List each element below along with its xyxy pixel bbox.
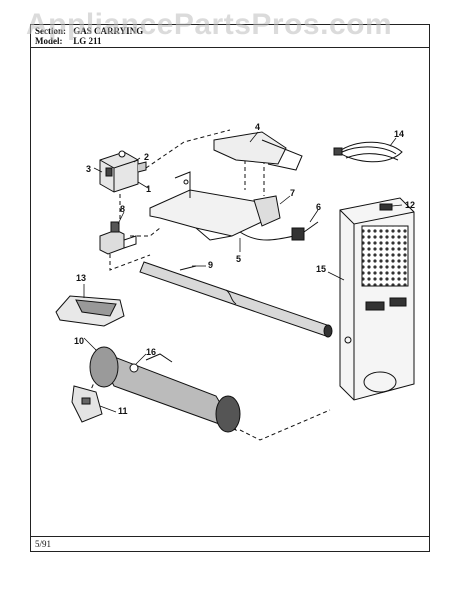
callout-7: 7 <box>290 188 295 198</box>
clip-bracket-part <box>253 195 281 227</box>
model-label: Model: <box>35 36 63 46</box>
section-label: Section: <box>35 26 66 36</box>
callout-12: 12 <box>405 200 415 210</box>
burner-bracket-part <box>149 171 271 241</box>
burner-cup-part <box>55 295 125 327</box>
bracket-plate-part <box>213 131 303 171</box>
combustion-chamber-part <box>89 346 241 433</box>
valve-fitting-part <box>99 221 137 255</box>
page-date: 5/91 <box>35 539 52 549</box>
callout-2: 2 <box>144 152 149 162</box>
callout-5: 5 <box>236 254 241 264</box>
callout-13: 13 <box>76 273 86 283</box>
callout-3: 3 <box>86 164 91 174</box>
screw-part <box>379 203 393 211</box>
leader-lines <box>83 131 403 413</box>
diagram-sheet: Section: GAS CARRYING Model: LG 211 5/91 <box>30 24 430 552</box>
callout-1: 1 <box>146 184 151 194</box>
callout-14: 14 <box>394 129 404 139</box>
section-value: GAS CARRYING <box>73 26 144 36</box>
callout-labels: 1 2 3 4 5 6 7 8 9 10 11 12 13 14 15 16 <box>74 122 415 416</box>
section-line: Section: GAS CARRYING <box>35 26 143 36</box>
diagram-header: Section: GAS CARRYING Model: LG 211 <box>31 25 429 48</box>
gas-valve-part <box>99 150 147 193</box>
callout-9: 9 <box>208 260 213 270</box>
model-line: Model: LG 211 <box>35 36 102 46</box>
callout-6: 6 <box>316 202 321 212</box>
support-bracket-part <box>71 385 103 423</box>
callout-11: 11 <box>118 406 128 416</box>
igniter-part <box>239 221 319 241</box>
model-value: LG 211 <box>73 36 102 46</box>
callout-8: 8 <box>120 204 125 214</box>
callout-15: 15 <box>316 264 326 274</box>
footer-divider <box>31 536 429 537</box>
callout-10: 10 <box>74 336 84 346</box>
wire-harness-part <box>333 141 403 163</box>
burner-tube-part <box>139 261 333 338</box>
callout-4: 4 <box>255 122 260 132</box>
heater-box-part <box>339 197 415 401</box>
callout-16: 16 <box>146 347 156 357</box>
